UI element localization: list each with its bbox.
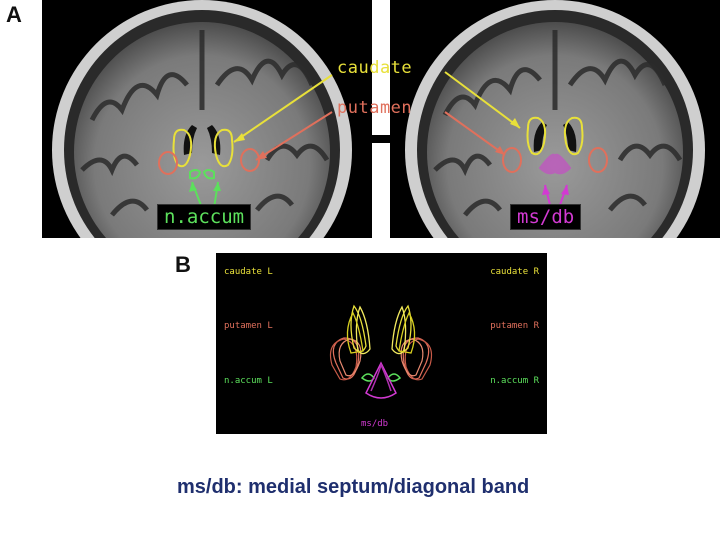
caudate-r-label: caudate R [490, 267, 539, 277]
mri-right-drawing [405, 0, 705, 238]
putamen-arrow-right [444, 111, 506, 156]
caudate-right-outline [563, 116, 584, 156]
panel-a-letter: A [6, 2, 22, 27]
panel-b-reconstruction: caudate L caudate R putamen L putamen R … [216, 253, 547, 434]
naccum-meshes [360, 373, 402, 382]
putamen-right-outline [588, 147, 608, 173]
putamen-left-outline [158, 151, 178, 175]
caudate-label: caudate [337, 58, 413, 78]
putamen-left-outline [502, 147, 522, 173]
naccum-r-label: n.accum R [490, 376, 539, 386]
naccum-label: n.accum [157, 204, 252, 230]
msdb-mesh [365, 361, 397, 399]
msdb-b-label: ms/db [361, 419, 389, 429]
naccum-right-outline [202, 169, 215, 180]
ventricle-right [207, 125, 221, 155]
gyri [433, 30, 683, 217]
mri-right-image: ms/db [390, 0, 720, 238]
panel-b-letter: B [175, 252, 191, 277]
ventricle-right [563, 122, 577, 152]
caudate-meshes [346, 304, 416, 355]
caudate-arrow-left [233, 74, 333, 143]
divider-gap [372, 135, 390, 143]
ventricle-left [533, 122, 547, 152]
naccum-left-outline [189, 169, 202, 180]
brain [427, 22, 683, 238]
putamen-right-outline [240, 148, 260, 172]
msdb-label: ms/db [510, 204, 582, 230]
caudate-arrow-right [444, 71, 521, 129]
caudate-right-outline [213, 128, 234, 168]
caudate-l-label: caudate L [224, 267, 273, 277]
caudate-left-outline [526, 116, 547, 156]
naccum-l-label: n.accum L [224, 376, 273, 386]
figure-caption: ms/db: medial septum/diagonal band [177, 476, 530, 498]
putamen-r-label: putamen R [490, 321, 539, 331]
putamen-arrow-left [255, 111, 333, 161]
caudate-left-outline [172, 128, 193, 168]
putamen-label: putamen [337, 98, 413, 118]
image-divider [372, 0, 390, 238]
reconstruction-drawing [329, 304, 433, 399]
gyri [80, 30, 330, 217]
ms-db-outline [538, 153, 572, 175]
putamen-meshes [329, 337, 433, 381]
putamen-l-label: putamen L [224, 321, 273, 331]
mri-left-drawing [52, 0, 352, 238]
mri-left-image: n.accum [42, 0, 372, 238]
brain [74, 22, 330, 238]
